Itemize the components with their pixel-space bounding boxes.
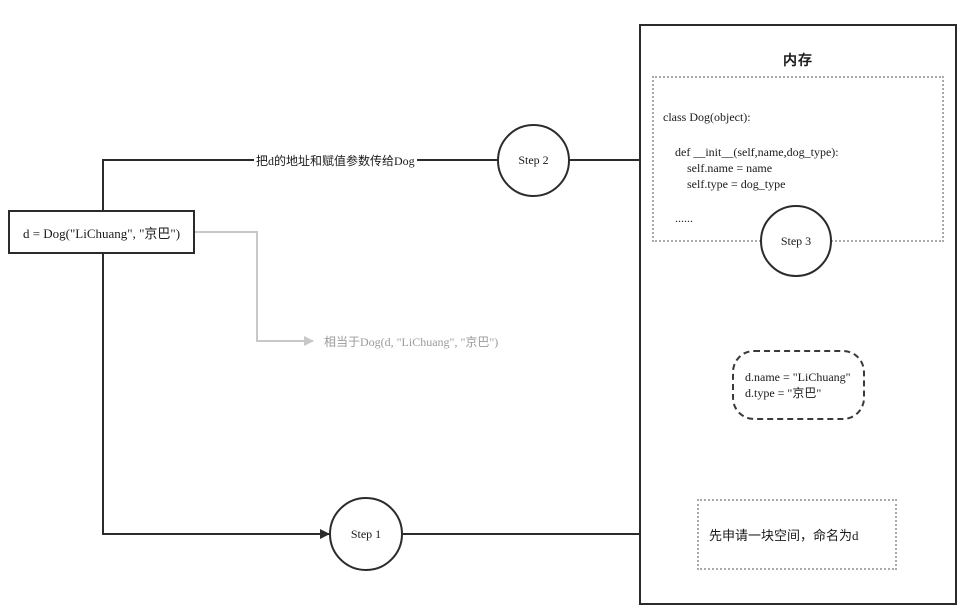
attr-name-line: d.name = "LiChuang"	[745, 370, 851, 384]
memory-title: 内存	[783, 54, 813, 69]
attr-type-line: d.type = "京巴"	[745, 386, 822, 400]
edge-instance-to-step1	[102, 254, 330, 539]
instance-creation-box: d = Dog("LiChuang", "京巴")	[8, 210, 195, 254]
step-3-label: Step 3	[780, 233, 812, 248]
code-line-ellipsis: ......	[675, 211, 693, 225]
edge-equivalent-call	[195, 231, 314, 346]
code-line-init: def __init__(self,name,dog_type):	[675, 145, 839, 159]
label-pass-address: 把d的地址和赋值参数传给Dog	[254, 152, 417, 169]
step-2-circle: Step 2	[497, 124, 570, 197]
code-line-self-name: self.name = name	[687, 161, 773, 175]
step-1-label: Step 1	[350, 526, 382, 541]
allocation-text: 先申请一块空间，命名为d	[709, 528, 859, 543]
code-line-self-type: self.type = dog_type	[687, 177, 786, 191]
step-2-label: Step 2	[518, 153, 549, 167]
step-3-circle: Step 3	[760, 205, 832, 277]
label-equivalent-call: 相当于Dog(d, "LiChuang", "京巴")	[324, 335, 499, 349]
instance-expression: d = Dog("LiChuang", "京巴")	[22, 225, 181, 241]
memory-allocation-box: 先申请一块空间，命名为d	[697, 499, 897, 570]
step-1-circle: Step 1	[329, 497, 403, 571]
code-line-class: class Dog(object):	[663, 110, 751, 124]
instance-attributes-box: d.name = "LiChuang" d.type = "京巴"	[732, 350, 865, 420]
